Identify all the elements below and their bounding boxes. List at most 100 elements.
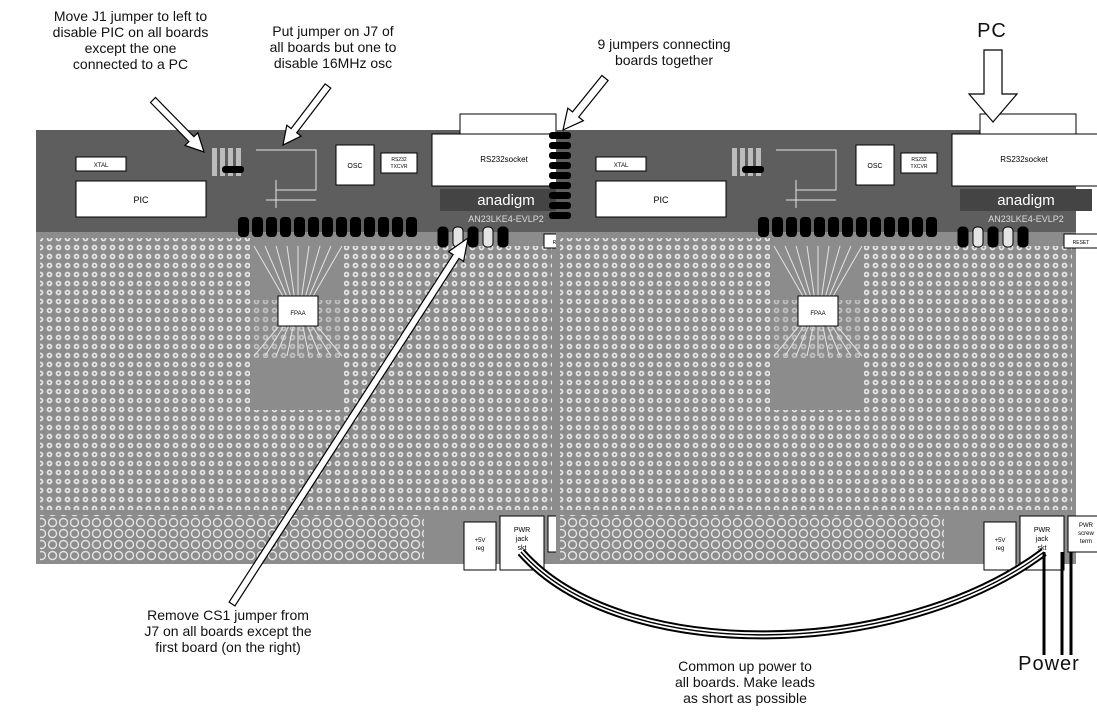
trace: [286, 245, 295, 299]
note-line: connected to a PC: [72, 56, 189, 72]
pic-label: PIC: [653, 195, 669, 205]
config-jumper: [497, 226, 509, 248]
config-jumper: [467, 226, 479, 248]
pic-chip: [75, 180, 207, 218]
fpaa-label: FPAA: [290, 311, 305, 317]
power-wiring: [517, 548, 1073, 655]
fpaa-routing: [773, 245, 863, 357]
connecting-jumper: [549, 202, 571, 209]
part-number: AN23LKE4-EVLP2: [988, 214, 1064, 224]
power-jack-label: jack: [515, 536, 529, 543]
overlay-layer: [149, 49, 1073, 655]
config-jumper-empty: [1002, 226, 1014, 248]
fpaa-chip: [277, 295, 319, 327]
screw-terminal-label: PWR: [1079, 523, 1094, 529]
board-connecting-jumpers: [549, 132, 571, 219]
note-line: except the one: [84, 40, 177, 56]
rs232-socket-label: RS232socket: [480, 155, 528, 164]
j7-jumper: [364, 217, 375, 237]
j7-jumper: [884, 217, 895, 237]
j7-jumper: [378, 217, 389, 237]
arrow-to-pc-socket: [967, 49, 1019, 123]
prototype-holes-left: [40, 238, 250, 510]
boards-layer: FPAAXTALPICOSCRS232TXCVRRS232socketanadi…: [36, 113, 1097, 571]
note-line: Common up power to: [678, 658, 812, 674]
config-jumper: [987, 226, 999, 248]
note-line: disable 16MHz osc: [273, 55, 393, 71]
j1-pin-header: [756, 148, 761, 176]
j1-pin-header: [220, 148, 225, 176]
j7-jumper: [294, 217, 305, 237]
pic-chip: [595, 180, 727, 218]
connecting-jumper: [549, 192, 571, 199]
j1-pin-header: [228, 148, 233, 176]
trace: [773, 245, 805, 299]
reset-label: RESET: [1073, 240, 1090, 246]
common-power-note: Common up power to all boards. Make lead…: [640, 658, 850, 706]
note-line: all boards. Make leads: [674, 674, 816, 690]
connecting-jumper: [549, 152, 571, 159]
j7-jumper: [252, 217, 263, 237]
prototype-holes-left: [560, 238, 770, 510]
j7-jumper: [758, 217, 769, 237]
connecting-jumper: [549, 172, 571, 179]
voltage-regulator: [463, 521, 497, 571]
pic-label: PIC: [133, 195, 149, 205]
osc-label: OSC: [867, 163, 882, 170]
j7-jumper: [238, 217, 249, 237]
j7-jumper: [392, 217, 403, 237]
xtal-component: [595, 156, 647, 172]
j1-pin-header: [748, 148, 753, 176]
trace: [776, 149, 837, 208]
trace: [806, 245, 815, 299]
brand-logo: anadigm: [477, 192, 535, 209]
j7-jumper: [898, 217, 909, 237]
j7-jumper: [308, 217, 319, 237]
power-lead-inner: [520, 551, 1045, 636]
transceiver-label: TXCVR: [911, 164, 928, 170]
connecting-jumpers-note: 9 jumpers connecting boards together: [544, 36, 784, 68]
j7-jumper: [336, 217, 347, 237]
trace: [784, 245, 808, 299]
j7-jumper: [406, 217, 417, 237]
rs232-socket: [951, 133, 1097, 187]
transceiver-label: RS232: [391, 157, 407, 163]
screw-terminal-label: term: [1080, 539, 1092, 545]
xtal-label: XTAL: [614, 163, 629, 169]
trace: [821, 245, 830, 299]
prototype-holes-lower: [250, 410, 344, 510]
regulator-label: +5V: [995, 538, 1006, 544]
j1-jumper: [222, 166, 244, 173]
note-line: as short as possible: [683, 690, 807, 706]
osc-component: [335, 144, 375, 186]
trace: [795, 245, 812, 299]
arrow-to-j1: [149, 96, 205, 153]
transceiver-label: TXCVR: [391, 164, 408, 170]
screw-terminal-label: screw: [1078, 531, 1094, 537]
brand-logo: anadigm: [997, 192, 1055, 209]
voltage-regulator: [983, 521, 1017, 571]
board-left: FPAAXTALPICOSCRS232TXCVRRS232socketanadi…: [36, 113, 585, 571]
power-jack-label: skt: [1038, 545, 1047, 552]
control-traces: [776, 149, 837, 208]
board-right: FPAAXTALPICOSCRS232TXCVRRS232socketanadi…: [556, 113, 1097, 571]
j7-jumper: [772, 217, 783, 237]
note-line: J7 on all boards except the: [144, 623, 312, 639]
osc-component: [855, 144, 895, 186]
note-line: disable PIC on all boards: [52, 24, 209, 40]
trace: [304, 245, 321, 299]
connecting-jumper: [549, 162, 571, 169]
connecting-jumper: [549, 132, 571, 139]
note-line: Move J1 jumper to left to: [53, 8, 208, 24]
transceiver-label: RS232: [911, 157, 927, 163]
part-number: AN23LKE4-EVLP2: [468, 214, 544, 224]
brand-plate: [440, 189, 572, 211]
cs1-jumper-note: Remove CS1 jumper from J7 on all boards …: [78, 607, 378, 655]
power-jack-socket: [499, 515, 545, 571]
j1-pin-header: [236, 148, 241, 176]
note-line: Remove CS1 jumper from: [147, 607, 309, 623]
arrow-to-j7-osc: [282, 83, 332, 147]
config-jumper: [957, 226, 969, 248]
note-line: first board (on the right): [155, 639, 301, 655]
